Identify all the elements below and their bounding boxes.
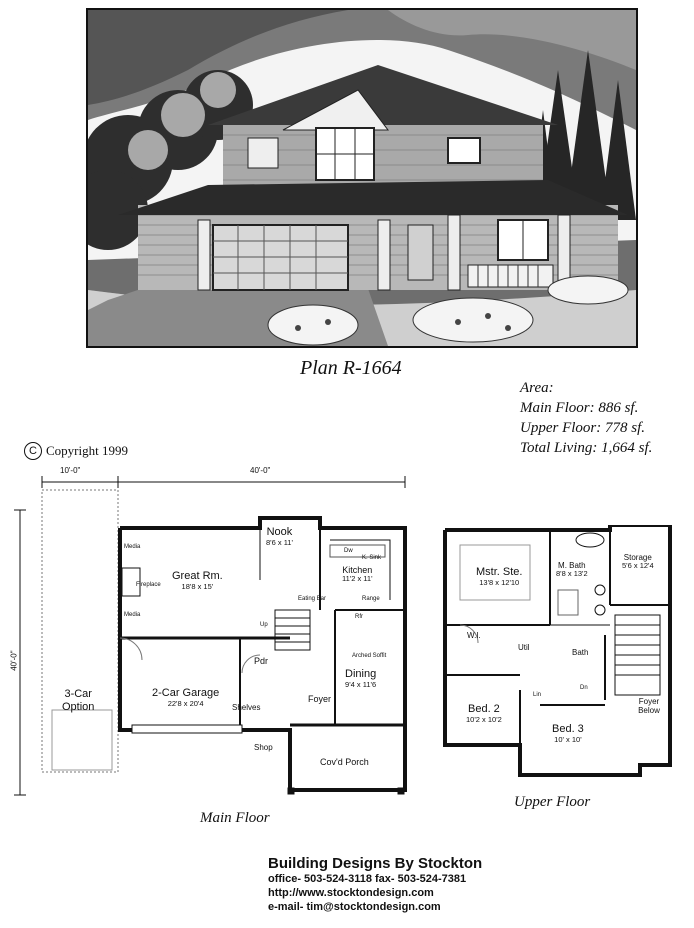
- label-shelves: Shelves: [232, 703, 261, 712]
- label-pdr: Pdr: [254, 656, 269, 666]
- label-foyer: Foyer: [308, 694, 332, 704]
- label-rf: Rfr: [355, 614, 363, 620]
- copyright: C Copyright 1999: [24, 442, 128, 460]
- company-name: Building Designs By Stockton: [268, 855, 483, 872]
- label-media-1: Media: [124, 544, 141, 550]
- area-total-living: Total Living: 1,664 sf.: [520, 440, 653, 456]
- company-info: Building Designs By Stockton office- 503…: [268, 855, 482, 914]
- label-eating-bar: Eating Bar: [298, 596, 327, 602]
- room-nook: Nook 8'6 x 11': [266, 526, 293, 547]
- label-shop: Shop: [254, 743, 273, 752]
- main-floor-caption: Main Floor: [200, 810, 270, 826]
- room-porch: Cov'd Porch: [320, 757, 369, 767]
- area-label: Area:: [520, 380, 554, 396]
- room-master: Mstr. Ste. 13'8 x 12'10: [476, 566, 523, 587]
- house-illustration: [88, 10, 636, 346]
- dim-top-left: 10'-0": [60, 466, 81, 475]
- company-email[interactable]: e-mail- tim@stocktondesign.com: [268, 901, 441, 913]
- label-arched: Arched Soffit: [352, 653, 387, 659]
- label-walk-in: W.I.: [467, 631, 481, 640]
- area-main-floor: Main Floor: 886 sf.: [520, 400, 639, 416]
- house-rendering: [86, 8, 638, 348]
- label-fireplace: Fireplace: [136, 582, 161, 588]
- label-lin: Lin: [533, 692, 542, 698]
- company-url[interactable]: http://www.stocktondesign.com: [268, 887, 434, 899]
- company-phones: office- 503-524-3118 fax- 503-524-7381: [268, 873, 467, 885]
- label-media-2: Media: [124, 612, 141, 618]
- area-summary: Area: Main Floor: 886 sf. Upper Floor: 7…: [520, 378, 652, 458]
- room-great: Great Rm. 18'8 x 15': [172, 570, 223, 591]
- label-sink: K. Sink: [362, 555, 382, 561]
- room-3car-option: 3-Car Option: [62, 688, 95, 713]
- plan-title: Plan R-1664: [300, 357, 402, 379]
- label-dw: Dw: [344, 548, 353, 554]
- upper-floor-caption: Upper Floor: [514, 794, 591, 810]
- upper-floor-plan: [443, 525, 672, 777]
- room-kitchen: Kitchen 11'2 x 11': [342, 565, 373, 584]
- label-dn: Dn: [580, 685, 588, 691]
- room-storage: Storage 5'6 x 12'4: [622, 553, 654, 571]
- label-foyer-below: Foyer Below: [638, 697, 660, 716]
- main-floor-plan: [14, 476, 407, 796]
- dim-top-right: 40'-0": [250, 466, 271, 475]
- label-util: Util: [518, 643, 530, 652]
- room-bed-3: Bed. 3 10' x 10': [552, 723, 584, 744]
- label-bath: Bath: [572, 648, 589, 657]
- dim-left: 40'-0": [9, 650, 19, 671]
- room-garage: 2-Car Garage 22'8 x 20'4: [152, 687, 220, 708]
- label-range: Range: [362, 596, 380, 602]
- copyright-icon: C: [24, 442, 42, 460]
- copyright-text: Copyright 1999: [46, 443, 128, 458]
- label-up: Up: [260, 622, 268, 628]
- area-upper-floor: Upper Floor: 778 sf.: [520, 420, 645, 436]
- room-master-bath: M. Bath 8'8 x 13'2: [556, 561, 588, 579]
- room-dining: Dining 9'4 x 11'6: [345, 668, 377, 689]
- room-bed-2: Bed. 2 10'2 x 10'2: [466, 703, 502, 724]
